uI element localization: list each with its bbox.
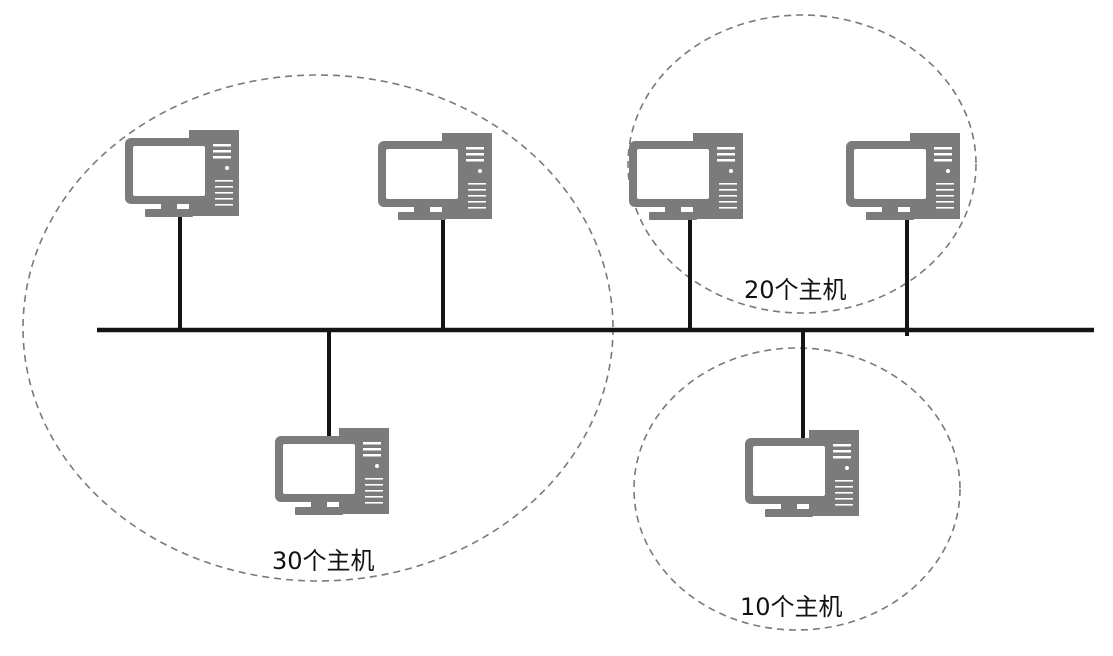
group-label-10-hosts: 10个主机 xyxy=(740,593,843,621)
group-boundary-10-hosts xyxy=(633,347,961,631)
desktop-computer-icon xyxy=(125,130,239,217)
group-label-30-hosts: 30个主机 xyxy=(272,547,375,575)
desktop-computer-icon xyxy=(745,430,859,517)
desktop-computer-icon xyxy=(629,133,743,220)
group-label-20-hosts: 20个主机 xyxy=(744,276,847,304)
group-boundary-20-hosts xyxy=(627,14,977,314)
desktop-computer-icon xyxy=(378,133,492,220)
desktop-computer-icon xyxy=(275,428,389,515)
desktop-computer-icon xyxy=(846,133,960,220)
